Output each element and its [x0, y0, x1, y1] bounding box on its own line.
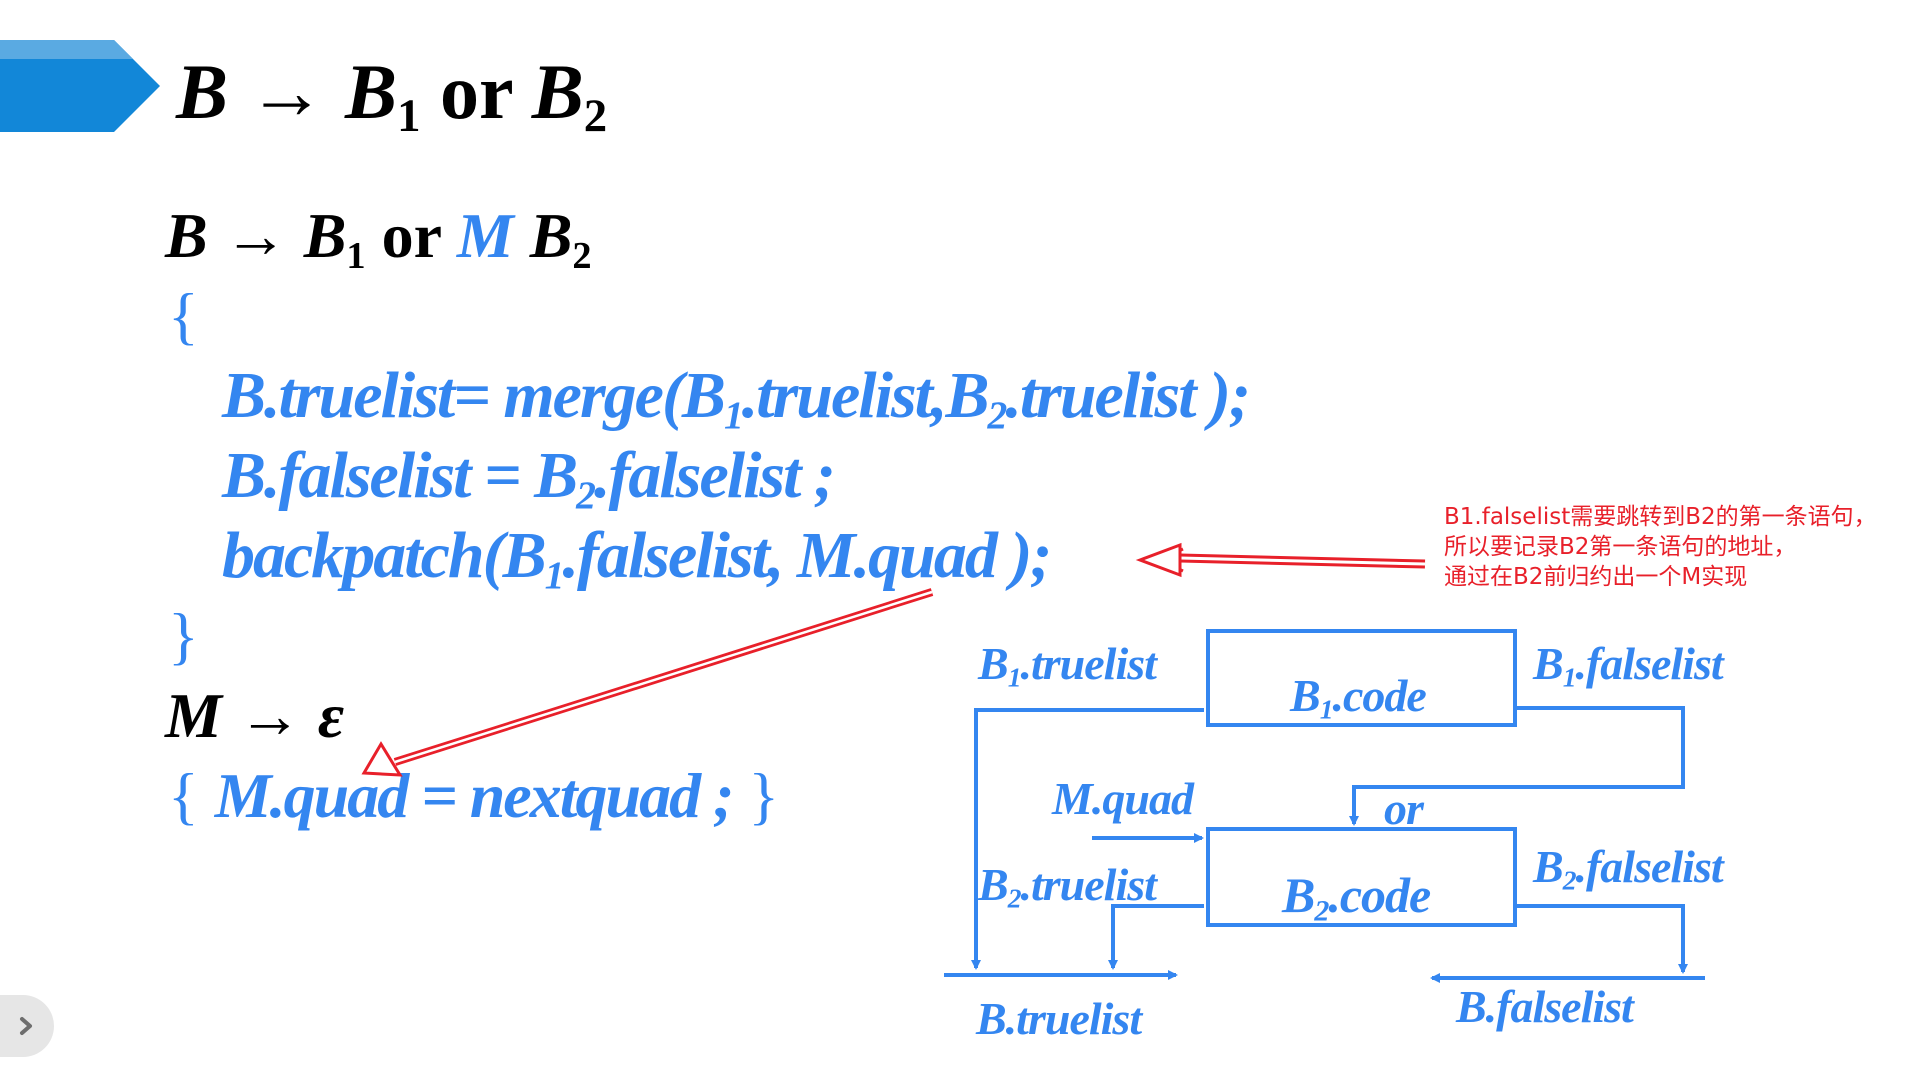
label-b2-falselist: B2.falselist	[1533, 841, 1724, 896]
label-b1-truelist: B1.truelist	[978, 638, 1157, 693]
title-chevron-tab	[0, 40, 160, 132]
slide-title: B → B1 or B2	[176, 48, 608, 143]
marker-m: M	[456, 200, 514, 271]
code-line-truelist: B.truelist= merge(B1.truelist,B2.truelis…	[222, 359, 1251, 438]
label-b1-code: B1.code	[1290, 670, 1427, 725]
chevron-right-icon	[20, 1017, 32, 1035]
annotation-arrow	[1135, 542, 1426, 578]
b1-code-box	[1206, 629, 1517, 727]
annotation-note: B1.falselist需要跳转到B2的第一条语句， 所以要记录B2第一条语句的…	[1444, 504, 1877, 590]
code-line-backpatch: backpatch(B1.falselist, M.quad );	[222, 519, 1052, 598]
label-b2-code: B2.code	[1282, 867, 1431, 928]
close-brace: }	[168, 600, 199, 671]
label-b2-truelist: B2.truelist	[978, 859, 1157, 914]
production-b-or: B → B1 or M B2	[165, 200, 592, 277]
production-m-epsilon: M → ε	[165, 680, 345, 751]
next-slide-button[interactable]	[0, 995, 54, 1057]
label-m-quad: M.quad	[1052, 773, 1194, 824]
open-brace: {	[168, 280, 199, 351]
label-b1-falselist: B1.falselist	[1533, 638, 1724, 693]
label-b-truelist: B.truelist	[976, 993, 1142, 1044]
label-b-falselist: B.falselist	[1456, 981, 1634, 1032]
label-or: or	[1384, 783, 1424, 834]
code-line-falselist: B.falselist = B2.falselist ;	[222, 439, 836, 518]
quad-link-arrow	[361, 588, 934, 777]
m-action: { M.quad = nextquad ; }	[168, 760, 780, 831]
b2-code-box	[1206, 827, 1517, 927]
